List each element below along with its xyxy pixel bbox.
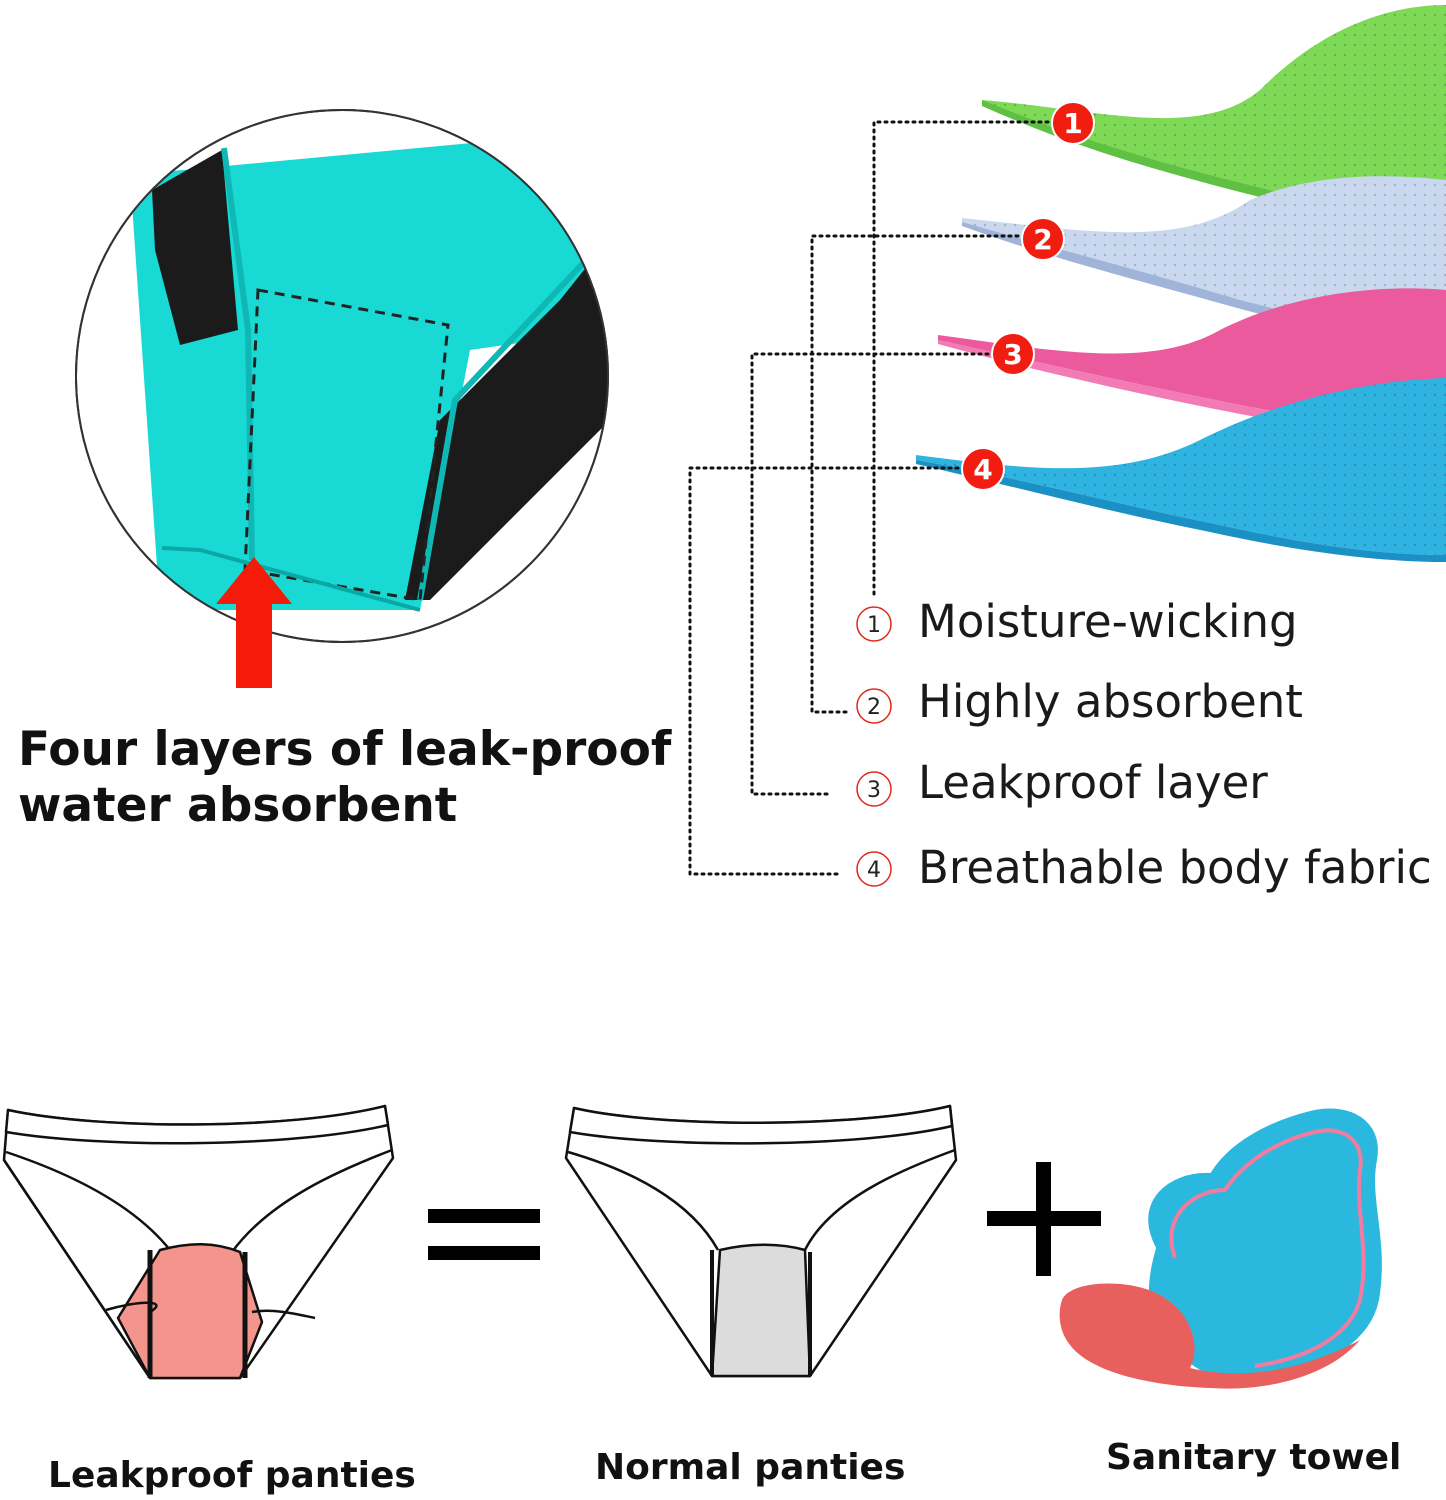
- layer-badge-2: 2: [1021, 217, 1065, 261]
- svg-text:4: 4: [867, 858, 881, 883]
- layer-sheet-1: [982, 5, 1446, 224]
- sanitary-towel-caption: Sanitary towel: [1106, 1437, 1402, 1478]
- layer-label-2: Highly absorbent: [918, 675, 1303, 728]
- leader-line-1: [872, 120, 1057, 600]
- layer-label-4: Breathable body fabric: [918, 841, 1432, 894]
- badge-number-3: 3: [1003, 338, 1022, 371]
- legend-marker-1: 1: [856, 606, 892, 642]
- layer-badge-4: 4: [961, 447, 1005, 491]
- legend-marker-4: 4: [856, 851, 892, 887]
- plus-sign-icon: [987, 1162, 1101, 1276]
- normal-panties-caption: Normal panties: [595, 1447, 906, 1488]
- legend-marker-3: 3: [856, 771, 892, 807]
- legend-marker-2: 2: [856, 688, 892, 724]
- svg-text:2: 2: [867, 695, 881, 720]
- leakproof-panties-illustration: [2, 1104, 395, 1380]
- leader-line-3: [750, 352, 997, 796]
- leakproof-panties-caption: Leakproof panties: [48, 1455, 416, 1496]
- headline-line-1: Four layers of leak-proof: [18, 722, 672, 777]
- equals-sign-icon: [428, 1209, 540, 1260]
- leader-line-4: [688, 466, 967, 876]
- leader-line-2: [810, 234, 1027, 714]
- layer-label-3: Leakproof layer: [918, 756, 1268, 809]
- layer-badge-1: 1: [1051, 101, 1095, 145]
- normal-panties-illustration: [564, 1104, 958, 1378]
- svg-text:1: 1: [867, 613, 881, 638]
- layer-badge-3: 3: [991, 332, 1035, 376]
- layer-label-1: Moisture-wicking: [918, 595, 1298, 648]
- sanitary-towel-illustration: [1059, 1106, 1384, 1389]
- badge-number-1: 1: [1063, 107, 1082, 140]
- headline: Four layers of leak-proof water absorben…: [18, 722, 671, 834]
- gusset-closeup-image: [75, 109, 609, 643]
- red-arrow-icon: [216, 557, 292, 688]
- badge-number-2: 2: [1033, 223, 1052, 256]
- svg-text:3: 3: [867, 778, 881, 803]
- badge-number-4: 4: [973, 453, 992, 486]
- leader-lines: [688, 120, 1057, 876]
- headline-line-2: water absorbent: [18, 778, 458, 833]
